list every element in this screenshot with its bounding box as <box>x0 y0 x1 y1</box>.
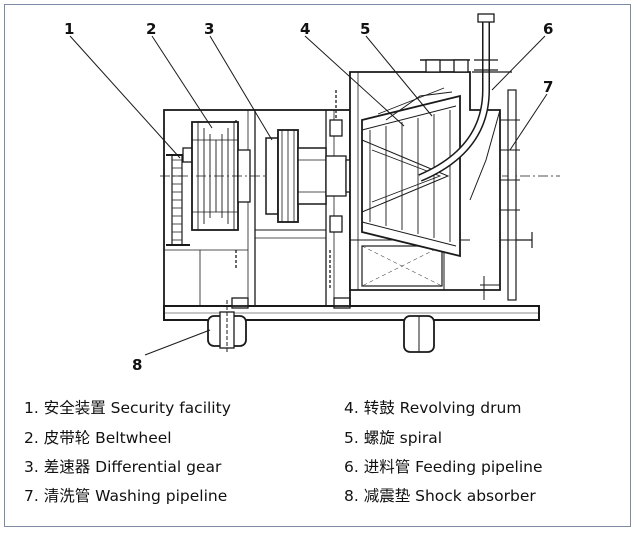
shock-absorber <box>207 300 435 353</box>
centrifuge-cross-section: 1 2 3 4 5 6 7 8 <box>64 13 560 374</box>
legend-item-shock-absorber: 8. 减震垫 Shock absorber <box>344 487 536 505</box>
support-housing <box>163 90 351 307</box>
differential-gear <box>265 119 363 233</box>
callout-3: 3 <box>204 20 214 38</box>
legend-item-feeding-pipeline: 6. 进料管 Feeding pipeline <box>344 458 543 476</box>
figure-frame <box>4 4 631 527</box>
callout-7: 7 <box>543 78 553 96</box>
security-facility <box>166 147 196 246</box>
callout-8: 8 <box>132 356 142 374</box>
legend-item-revolving-drum: 4. 转鼓 Revolving drum <box>344 399 522 417</box>
revolving-drum <box>361 87 461 258</box>
base-frame <box>163 297 540 321</box>
legend-item-spiral: 5. 螺旋 spiral <box>344 429 443 447</box>
legend-item-security-facility: 1. 安全装置 Security facility <box>24 399 231 417</box>
feeding-pipeline <box>418 13 512 182</box>
legend: 1. 安全装置 Security facility 2. 皮带轮 Beltwhe… <box>24 390 614 520</box>
legend-item-beltwheel: 2. 皮带轮 Beltwheel <box>24 429 172 447</box>
callout-5: 5 <box>360 20 370 38</box>
legend-item-washing-pipeline: 7. 清洗管 Washing pipeline <box>24 487 228 505</box>
callout-1: 1 <box>64 20 74 38</box>
callout-2: 2 <box>146 20 156 38</box>
callout-6: 6 <box>543 20 553 38</box>
callout-4: 4 <box>300 20 310 38</box>
legend-item-differential-gear: 3. 差速器 Differential gear <box>24 458 222 476</box>
leader-lines <box>69 35 548 356</box>
